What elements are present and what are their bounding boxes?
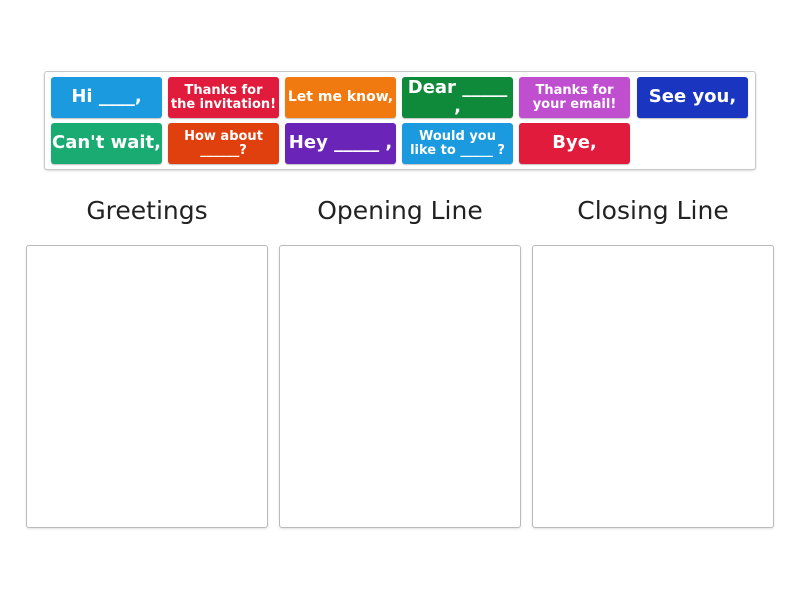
tile-hey[interactable]: Hey _____ , — [285, 123, 396, 164]
tile-hi[interactable]: Hi ____, — [51, 77, 162, 118]
tile-would-you-like[interactable]: Would you like to _____ ? — [402, 123, 513, 164]
tile-thanks-email[interactable]: Thanks for your email! — [519, 77, 630, 118]
tile-bye[interactable]: Bye, — [519, 123, 630, 164]
drop-zone-opening-line[interactable] — [279, 245, 521, 528]
tile-dear[interactable]: Dear _____ , — [402, 77, 513, 118]
drop-zone-closing-line[interactable] — [532, 245, 774, 528]
tile-cant-wait[interactable]: Can't wait, — [51, 123, 162, 164]
tile-thanks-invitation[interactable]: Thanks for the invitation! — [168, 77, 279, 118]
group-heading-greetings: Greetings — [86, 196, 208, 225]
tile-how-about[interactable]: How about ______? — [168, 123, 279, 164]
group-heading-closing-line: Closing Line — [577, 196, 729, 225]
tile-see-you[interactable]: See you, — [637, 77, 748, 118]
tile-let-me-know[interactable]: Let me know, — [285, 77, 396, 118]
drop-zone-greetings[interactable] — [26, 245, 268, 528]
word-bank: Hi ____, Thanks for the invitation! Let … — [44, 71, 756, 170]
group-heading-opening-line: Opening Line — [317, 196, 483, 225]
